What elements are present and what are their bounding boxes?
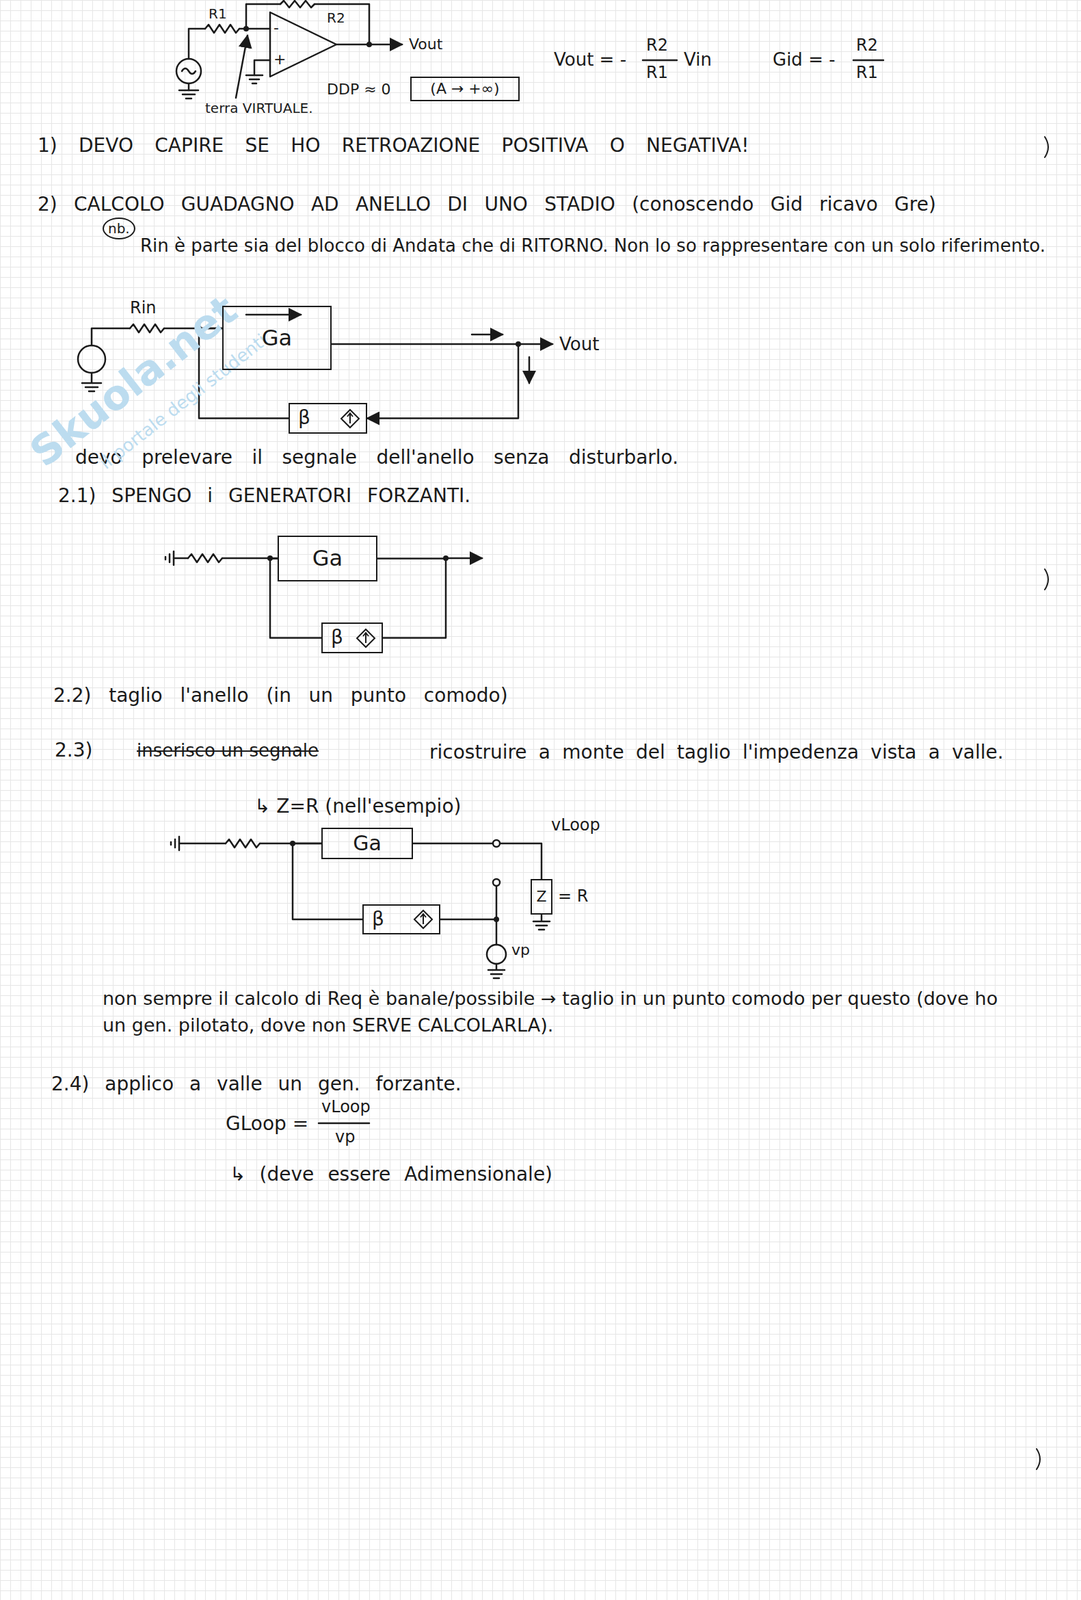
voltage-source <box>77 345 106 373</box>
fraction-bar <box>642 59 884 62</box>
feedback-wire <box>412 843 542 879</box>
component-label: = R <box>557 886 589 906</box>
resistor-symbol <box>280 0 315 8</box>
signal-name: vLoop <box>551 815 601 835</box>
note-box: (A → +∞) <box>410 76 520 102</box>
feedback-wire <box>331 343 519 419</box>
direction-arrow <box>528 356 531 383</box>
block-label: β <box>330 626 344 649</box>
ground-symbol <box>170 836 180 850</box>
note: ↳ (deve essere Adimensionale) <box>229 1162 553 1186</box>
block-label: (A → +∞) <box>430 79 500 98</box>
note: Rin è parte sia del blocco di Andata che… <box>140 232 1050 260</box>
dependent-source-symbol <box>339 408 361 429</box>
formula: GLoop = <box>225 1111 309 1136</box>
feedback-wire <box>292 843 363 919</box>
step-number: 2.3) <box>54 738 93 762</box>
formula: R2 <box>856 35 878 56</box>
pin-sign: - <box>273 19 279 37</box>
amplifier-block: Ga <box>222 305 332 370</box>
output-wire <box>518 343 553 346</box>
resistor-symbol <box>225 838 260 848</box>
formula: vp <box>335 1126 355 1147</box>
note: ↳ Z=R (nell'esempio) <box>254 794 461 818</box>
dependent-source-symbol <box>356 629 375 647</box>
note: non sempre il calcolo di Req è banale/po… <box>102 984 1006 1038</box>
step-heading: ricostruire a monte del taglio l'impeden… <box>135 738 1066 767</box>
signal-name: Vout <box>559 333 599 355</box>
feedback-wire <box>377 558 446 638</box>
cut-terminal <box>492 839 500 847</box>
component-label: Rin <box>129 298 157 318</box>
block-label: β <box>371 908 385 930</box>
fraction-bar <box>318 1122 370 1125</box>
formula: Gid = - <box>772 49 836 71</box>
formula: vLoop <box>321 1096 371 1117</box>
signal-name: Vout <box>408 35 443 54</box>
block-label: Ga <box>312 545 343 571</box>
step-heading: 2.4) applico a valle un gen. forzante. <box>51 1072 462 1096</box>
feedback-block: β <box>321 622 383 653</box>
binder-mark <box>1036 136 1049 1469</box>
resistor-symbol <box>188 553 223 563</box>
dependent-source-symbol <box>412 908 434 930</box>
feedback-block: β <box>288 402 368 434</box>
direction-arrow <box>471 333 503 336</box>
amplifier-block: Ga <box>277 535 378 582</box>
cut-terminal <box>492 878 500 886</box>
formula: Vin <box>683 49 712 71</box>
step-heading: 2.2) taglio l'anello (in un punto comodo… <box>53 683 509 707</box>
step-heading: 2.1) SPENGO i GENERATORI FORZANTI. <box>58 484 471 508</box>
note: devo prelevare il segnale dell'anello se… <box>75 445 679 470</box>
feedback-block: β <box>362 903 441 934</box>
dependent-source-symbol <box>341 409 359 428</box>
opamp-symbol <box>270 12 337 77</box>
step-heading: 1) DEVO CAPIRE SE HO RETROAZIONE POSITIV… <box>37 134 749 158</box>
wire <box>188 4 370 91</box>
component-label: R1 <box>208 5 228 22</box>
block-label: Ga <box>261 325 292 351</box>
direction-arrow <box>246 313 301 316</box>
component-label: R2 <box>326 9 346 26</box>
wire <box>440 885 497 945</box>
block-label: Z <box>536 887 547 905</box>
junction-dot <box>493 916 500 922</box>
amplifier-block: Z <box>530 878 553 915</box>
step-heading: 2) CALCOLO GUADAGNO AD ANELLO DI UNO STA… <box>37 192 937 217</box>
formula: R2 <box>646 35 669 56</box>
formula: R1 <box>646 62 669 83</box>
ground-symbol <box>179 90 199 99</box>
output-wire <box>445 557 483 560</box>
dependent-source-symbol <box>355 627 377 649</box>
note: terra VIRTUALE. <box>205 99 314 117</box>
forcing-source <box>486 944 506 964</box>
resistor-symbol <box>205 24 240 33</box>
dependent-source-symbol <box>414 910 433 928</box>
source-wave <box>181 68 196 74</box>
signal-name: vp <box>511 940 530 959</box>
amplifier-block: Ga <box>321 827 413 859</box>
ground-symbol <box>488 963 505 978</box>
note-marker: nb. <box>102 217 136 240</box>
pin-sign: + <box>273 50 286 69</box>
note: DDP ≈ 0 <box>326 80 392 99</box>
block-label: Ga <box>352 831 382 856</box>
leader-line <box>235 35 248 98</box>
ground-symbol <box>533 914 550 930</box>
voltage-source <box>176 58 202 84</box>
formula: Vout = - <box>553 49 627 71</box>
struck-text: inserisco un segnale <box>136 739 319 762</box>
ground-symbol <box>165 551 174 565</box>
block-label: β <box>298 406 311 429</box>
junction-dot <box>366 41 372 48</box>
ground-symbol <box>246 75 263 84</box>
junction-dot <box>243 25 249 32</box>
formula: R1 <box>856 62 878 83</box>
